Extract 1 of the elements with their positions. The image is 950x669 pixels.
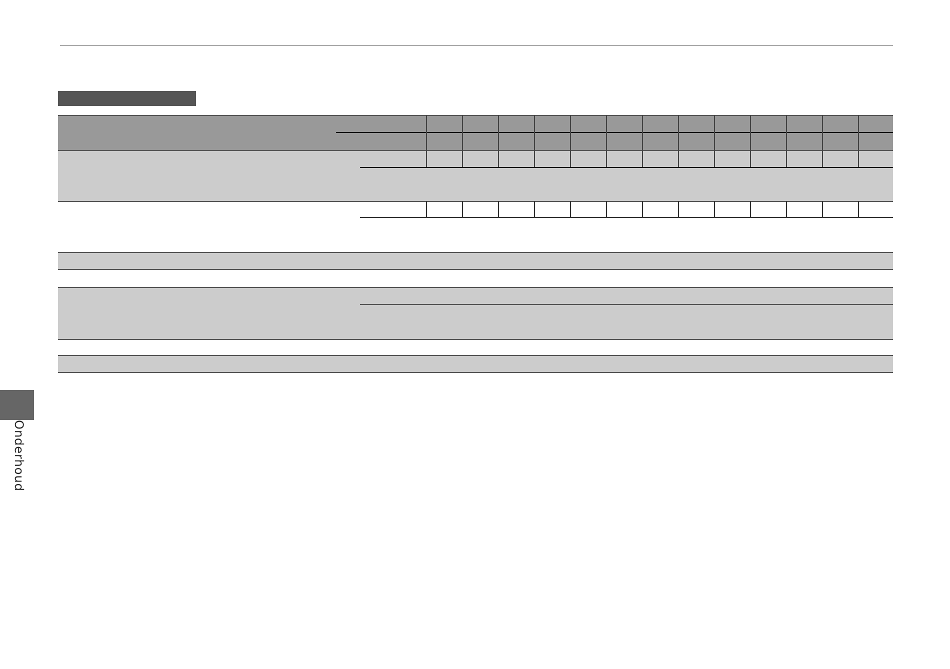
section-tab-label: Onderhoud <box>12 420 26 492</box>
